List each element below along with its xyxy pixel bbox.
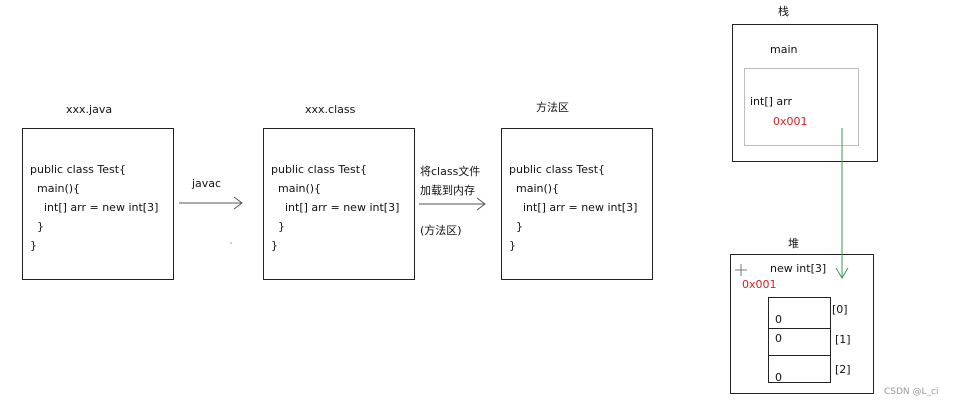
array-cell-1: 0 xyxy=(768,328,831,356)
array-index-1: [1] xyxy=(835,333,851,346)
load-arrow xyxy=(419,197,486,211)
method-code-line-1: public class Test{ xyxy=(509,163,606,176)
source-code-line-2: main(){ xyxy=(30,182,81,195)
class-file-box: public class Test{ main(){ int[] arr = n… xyxy=(263,128,415,280)
arr-variable-declaration: int[] arr xyxy=(750,95,793,108)
load-label-line-1: 将class文件 xyxy=(420,165,481,178)
javac-arrow xyxy=(179,196,243,210)
method-code-line-5: } xyxy=(509,239,516,252)
array-cell-2: 0 xyxy=(768,355,831,384)
source-file-title: xxx.java xyxy=(66,103,113,116)
stack-box: main int[] arr 0x001 xyxy=(732,24,878,162)
source-code-line-1: public class Test{ xyxy=(30,163,127,176)
class-code-line-1: public class Test{ xyxy=(271,163,368,176)
array-index-2: [2] xyxy=(835,363,851,376)
array-cell-0: 0 xyxy=(768,297,831,329)
load-label-line-3: (方法区) xyxy=(420,224,462,237)
crosshair-icon xyxy=(735,261,747,276)
array-cell-0-value: 0 xyxy=(775,313,782,326)
reference-arrow xyxy=(835,128,849,279)
array-cell-2-value: 0 xyxy=(775,371,782,384)
source-code-box: public class Test{ main(){ int[] arr = n… xyxy=(22,128,174,280)
javac-label: javac xyxy=(192,177,222,190)
array-cell-1-value: 0 xyxy=(775,332,782,345)
method-area-title: 方法区 xyxy=(536,101,569,114)
load-label-line-2: 加载到内存 xyxy=(420,184,475,197)
source-code-line-5: } xyxy=(30,239,37,252)
class-code-line-4: } xyxy=(271,220,285,233)
stack-frame-label: main xyxy=(770,43,798,56)
arr-reference-value: 0x001 xyxy=(773,115,808,128)
class-code-line-3: int[] arr = new int[3] xyxy=(271,201,400,214)
stray-dot xyxy=(230,242,232,244)
stack-title: 栈 xyxy=(778,5,789,18)
source-code-line-4: } xyxy=(30,220,44,233)
method-code-line-3: int[] arr = new int[3] xyxy=(509,201,638,214)
method-code-line-2: main(){ xyxy=(509,182,560,195)
watermark: CSDN @L_ci xyxy=(884,387,939,397)
heap-box: new int[3] 0x001 0 0 0 [0] [1] [2] xyxy=(730,254,874,394)
class-code-line-2: main(){ xyxy=(271,182,322,195)
class-code-line-5: } xyxy=(271,239,278,252)
main-frame-box: int[] arr 0x001 xyxy=(744,68,859,146)
heap-title: 堆 xyxy=(788,237,799,250)
method-code-line-4: } xyxy=(509,220,523,233)
class-file-title: xxx.class xyxy=(305,103,356,116)
method-area-box: public class Test{ main(){ int[] arr = n… xyxy=(501,128,653,280)
array-index-0: [0] xyxy=(832,303,848,316)
heap-object-address: 0x001 xyxy=(742,278,777,291)
heap-object-label: new int[3] xyxy=(770,262,827,275)
source-code-line-3: int[] arr = new int[3] xyxy=(30,201,159,214)
